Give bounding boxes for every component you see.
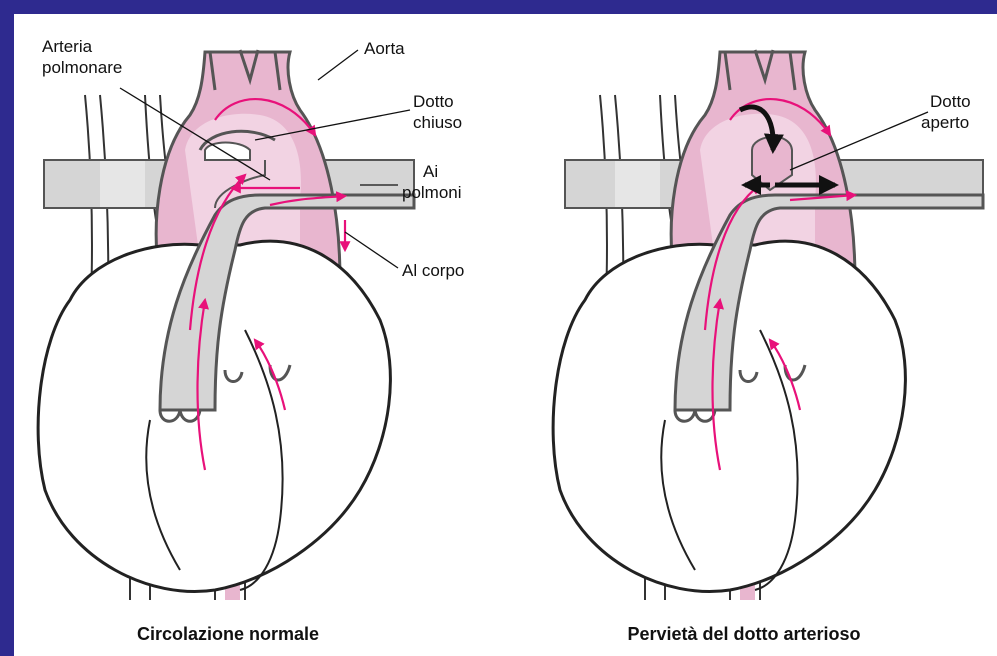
label-duct-closed-2: chiuso: [413, 113, 462, 132]
label-to-lungs-2: polmoni: [402, 183, 462, 202]
normal-heart-diagram: Arteria polmonare Aorta Dotto chiuso Ai …: [38, 37, 464, 644]
label-duct-closed-1: Dotto: [413, 92, 454, 111]
figure-frame: Arteria polmonare Aorta Dotto chiuso Ai …: [14, 14, 997, 656]
caption-pda: Pervietà del dotto arterioso: [627, 624, 860, 644]
caption-normal: Circolazione normale: [137, 624, 319, 644]
label-pulmonary-artery-1: Arteria: [42, 37, 93, 56]
label-pulmonary-artery-2: polmonare: [42, 58, 122, 77]
figure-canvas: Arteria polmonare Aorta Dotto chiuso Ai …: [14, 14, 997, 656]
label-to-body: Al corpo: [402, 261, 464, 280]
label-duct-open-1: Dotto: [930, 92, 971, 111]
pda-heart-diagram: Dotto aperto Pervietà del dotto arterios…: [553, 50, 983, 644]
label-to-lungs-1: Ai: [423, 162, 438, 181]
label-duct-open-2: aperto: [921, 113, 969, 132]
label-aorta: Aorta: [364, 39, 405, 58]
